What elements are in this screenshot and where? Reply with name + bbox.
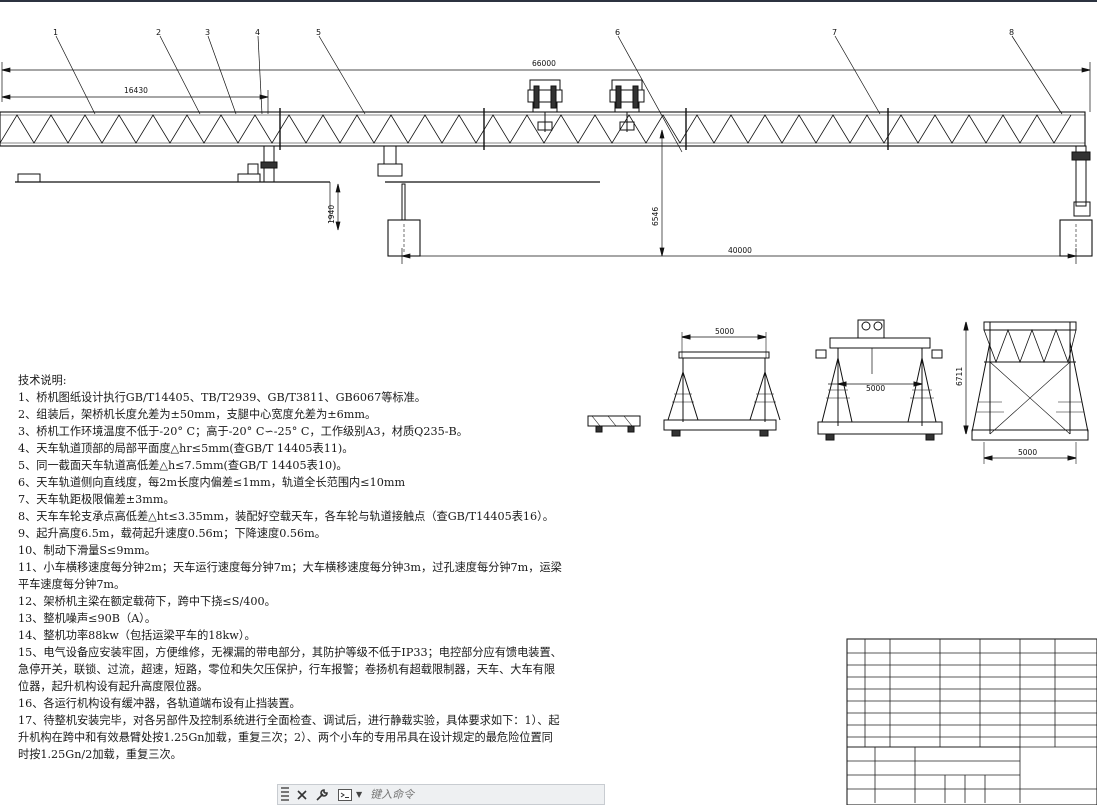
dimension-front-span (1, 90, 269, 114)
rear-leg (1071, 145, 1091, 217)
note-item: 6、天车轨道侧向直线度，每2m长度内偏差≤1mm，轨道全长范围内≤10mm (18, 476, 406, 489)
side-view (815, 319, 943, 441)
truss-web (0, 114, 1072, 144)
command-prompt-icon[interactable]: ▼ (338, 788, 363, 801)
dim-label-front-span: 16430 (124, 86, 148, 95)
note-item: 13、整机噪声≤90B（A）。 (18, 612, 157, 625)
dimension-pier-height (335, 183, 341, 231)
note-item: 8、天车车轮支承点高低差△ht≤3.35mm，装配好空载天车，各车轮与轨道接触点… (18, 510, 554, 523)
note-item: 5、同一截面天车轨道高低差△h≤7.5mm(查GB/T 14405表10)。 (18, 459, 348, 472)
note-item: 7、天车轨距极限偏差±3mm。 (18, 493, 175, 506)
note-item: 17、待整机安装完毕，对各另部件及控制系统进行全面检查、调试后，进行静载实验，具… (18, 714, 560, 761)
part-callouts (55, 35, 1063, 153)
title-block (846, 638, 1097, 805)
trolley-1 (527, 79, 563, 132)
callout-6: 6 (615, 28, 620, 37)
window-top-border (0, 0, 1097, 2)
note-item: 2、组装后，架桥机长度允差为±50mm，支腿中心宽度允差为±6mm。 (18, 408, 377, 421)
dimension-rail-span (401, 248, 1077, 264)
note-item: 4、天车轨道顶部的局部平面度△hr≤5mm(查GB/T 14405表11)。 (18, 442, 354, 455)
dim-label-total-length: 66000 (532, 59, 556, 68)
note-item: 14、整机功率88kw（包括运梁平车的18kw）。 (18, 629, 256, 642)
dim-label-section-height: 6711 (955, 367, 964, 386)
callout-1: 1 (53, 28, 58, 37)
notes-heading: 技术说明: (18, 374, 67, 387)
dim-label-rail-span: 40000 (728, 246, 752, 255)
dim-label-pier-height: 1940 (327, 205, 336, 224)
callout-7: 7 (832, 28, 837, 37)
dim-label-section-width: 5000 (1018, 448, 1037, 457)
note-item: 15、电气设备应安装牢固，方便维修，无裸漏的带电部分，其防护等级不低于IP33；… (18, 646, 562, 693)
callout-labels: 1 2 3 4 5 6 7 8 (53, 28, 1014, 37)
main-girder (0, 108, 1086, 150)
cad-drawing-canvas[interactable]: 1 2 3 4 5 6 7 8 66000 16430 1940 6546 40… (0, 2, 1097, 782)
note-item: 3、桥机工作环境温度不低于-20° C；高于-20° C∽-25° C，工作级别… (18, 425, 468, 438)
dim-label-side-view-width: 5000 (866, 384, 885, 393)
pier-left (387, 219, 421, 257)
callout-3: 3 (205, 28, 210, 37)
dim-label-front-view-width: 5000 (715, 327, 734, 336)
note-item: 12、架桥机主梁在额定载荷下，跨中下挠≤S/400。 (18, 595, 276, 608)
close-icon[interactable] (292, 785, 312, 804)
callout-4: 4 (255, 28, 260, 37)
rail-beam-detail (587, 415, 641, 433)
command-line-bar[interactable]: ▼ (277, 784, 605, 805)
front-view (663, 332, 781, 437)
grip-handle[interactable] (281, 787, 289, 802)
trolley-2 (609, 79, 645, 132)
note-item: 1、桥机图纸设计执行GB/T14405、TB/T2939、GB/T3811、GB… (18, 391, 426, 404)
command-input[interactable] (368, 787, 573, 802)
middle-leg (377, 145, 600, 221)
note-item: 16、各运行机构设有缓冲器，各轨道端布设有止挡装置。 (18, 697, 301, 710)
dimension-total-length (1, 62, 1091, 112)
section-view (963, 321, 1089, 464)
note-item: 10、制动下滑量S≤9mm。 (18, 544, 156, 557)
front-supports (15, 145, 331, 222)
technical-notes: 技术说明: 1、桥机图纸设计执行GB/T14405、TB/T2939、GB/T3… (18, 372, 563, 763)
callout-8: 8 (1009, 28, 1014, 37)
callout-5: 5 (316, 28, 321, 37)
note-item: 9、起升高度6.5m，载荷起升速度0.56m；下降速度0.56m。 (18, 527, 326, 540)
wrench-icon[interactable] (312, 785, 332, 804)
note-item: 11、小车横移速度每分钟2m；天车运行速度每分钟7m；大车横移速度每分钟3m，过… (18, 561, 562, 591)
dimension-lift-height (659, 129, 665, 257)
callout-2: 2 (156, 28, 161, 37)
chevron-down-icon[interactable]: ▼ (356, 790, 363, 799)
dim-label-lift-height: 6546 (651, 207, 660, 226)
